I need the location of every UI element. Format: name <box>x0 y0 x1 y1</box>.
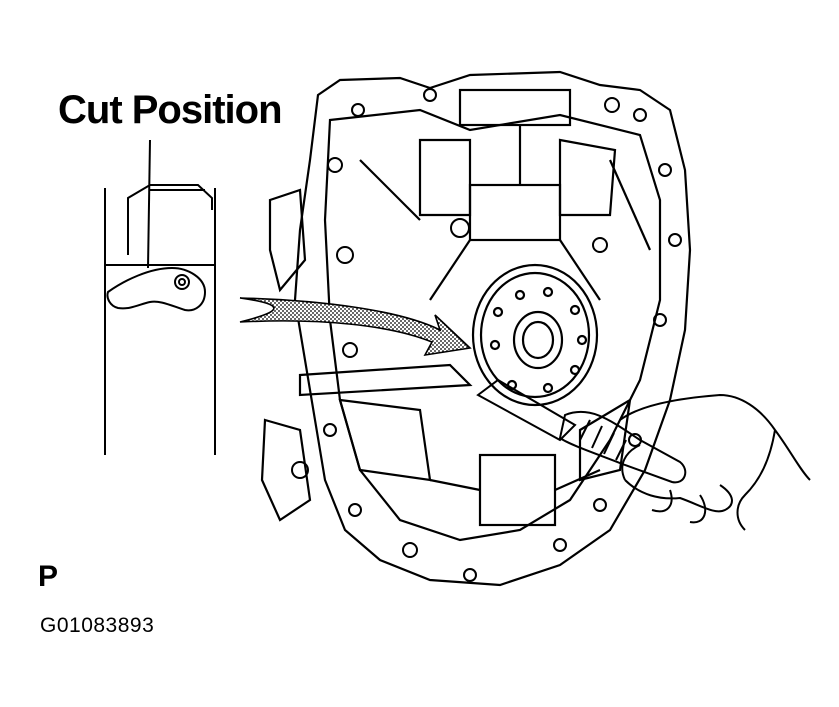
figure-id: G01083893 <box>40 614 155 637</box>
cut-position-arrow <box>239 297 472 357</box>
oil-seal <box>471 263 599 407</box>
seal-cross-section <box>106 266 207 312</box>
hand-icon <box>619 393 811 531</box>
cut-position-label: Cut Position <box>58 88 283 132</box>
seal-inner-ring <box>512 310 564 370</box>
block-outline <box>293 70 692 587</box>
inset-top-bracket <box>127 184 213 255</box>
screwdriver-handle <box>558 410 687 484</box>
inset-detail <box>104 139 216 455</box>
callout-leader <box>147 139 151 269</box>
seal-lip-circle <box>174 274 190 290</box>
screwdriver-icon <box>476 378 687 484</box>
marker-letter: P <box>38 560 59 593</box>
engine-block <box>260 70 692 587</box>
bolt-holes <box>291 88 682 582</box>
seal-outer-ring <box>471 263 599 407</box>
